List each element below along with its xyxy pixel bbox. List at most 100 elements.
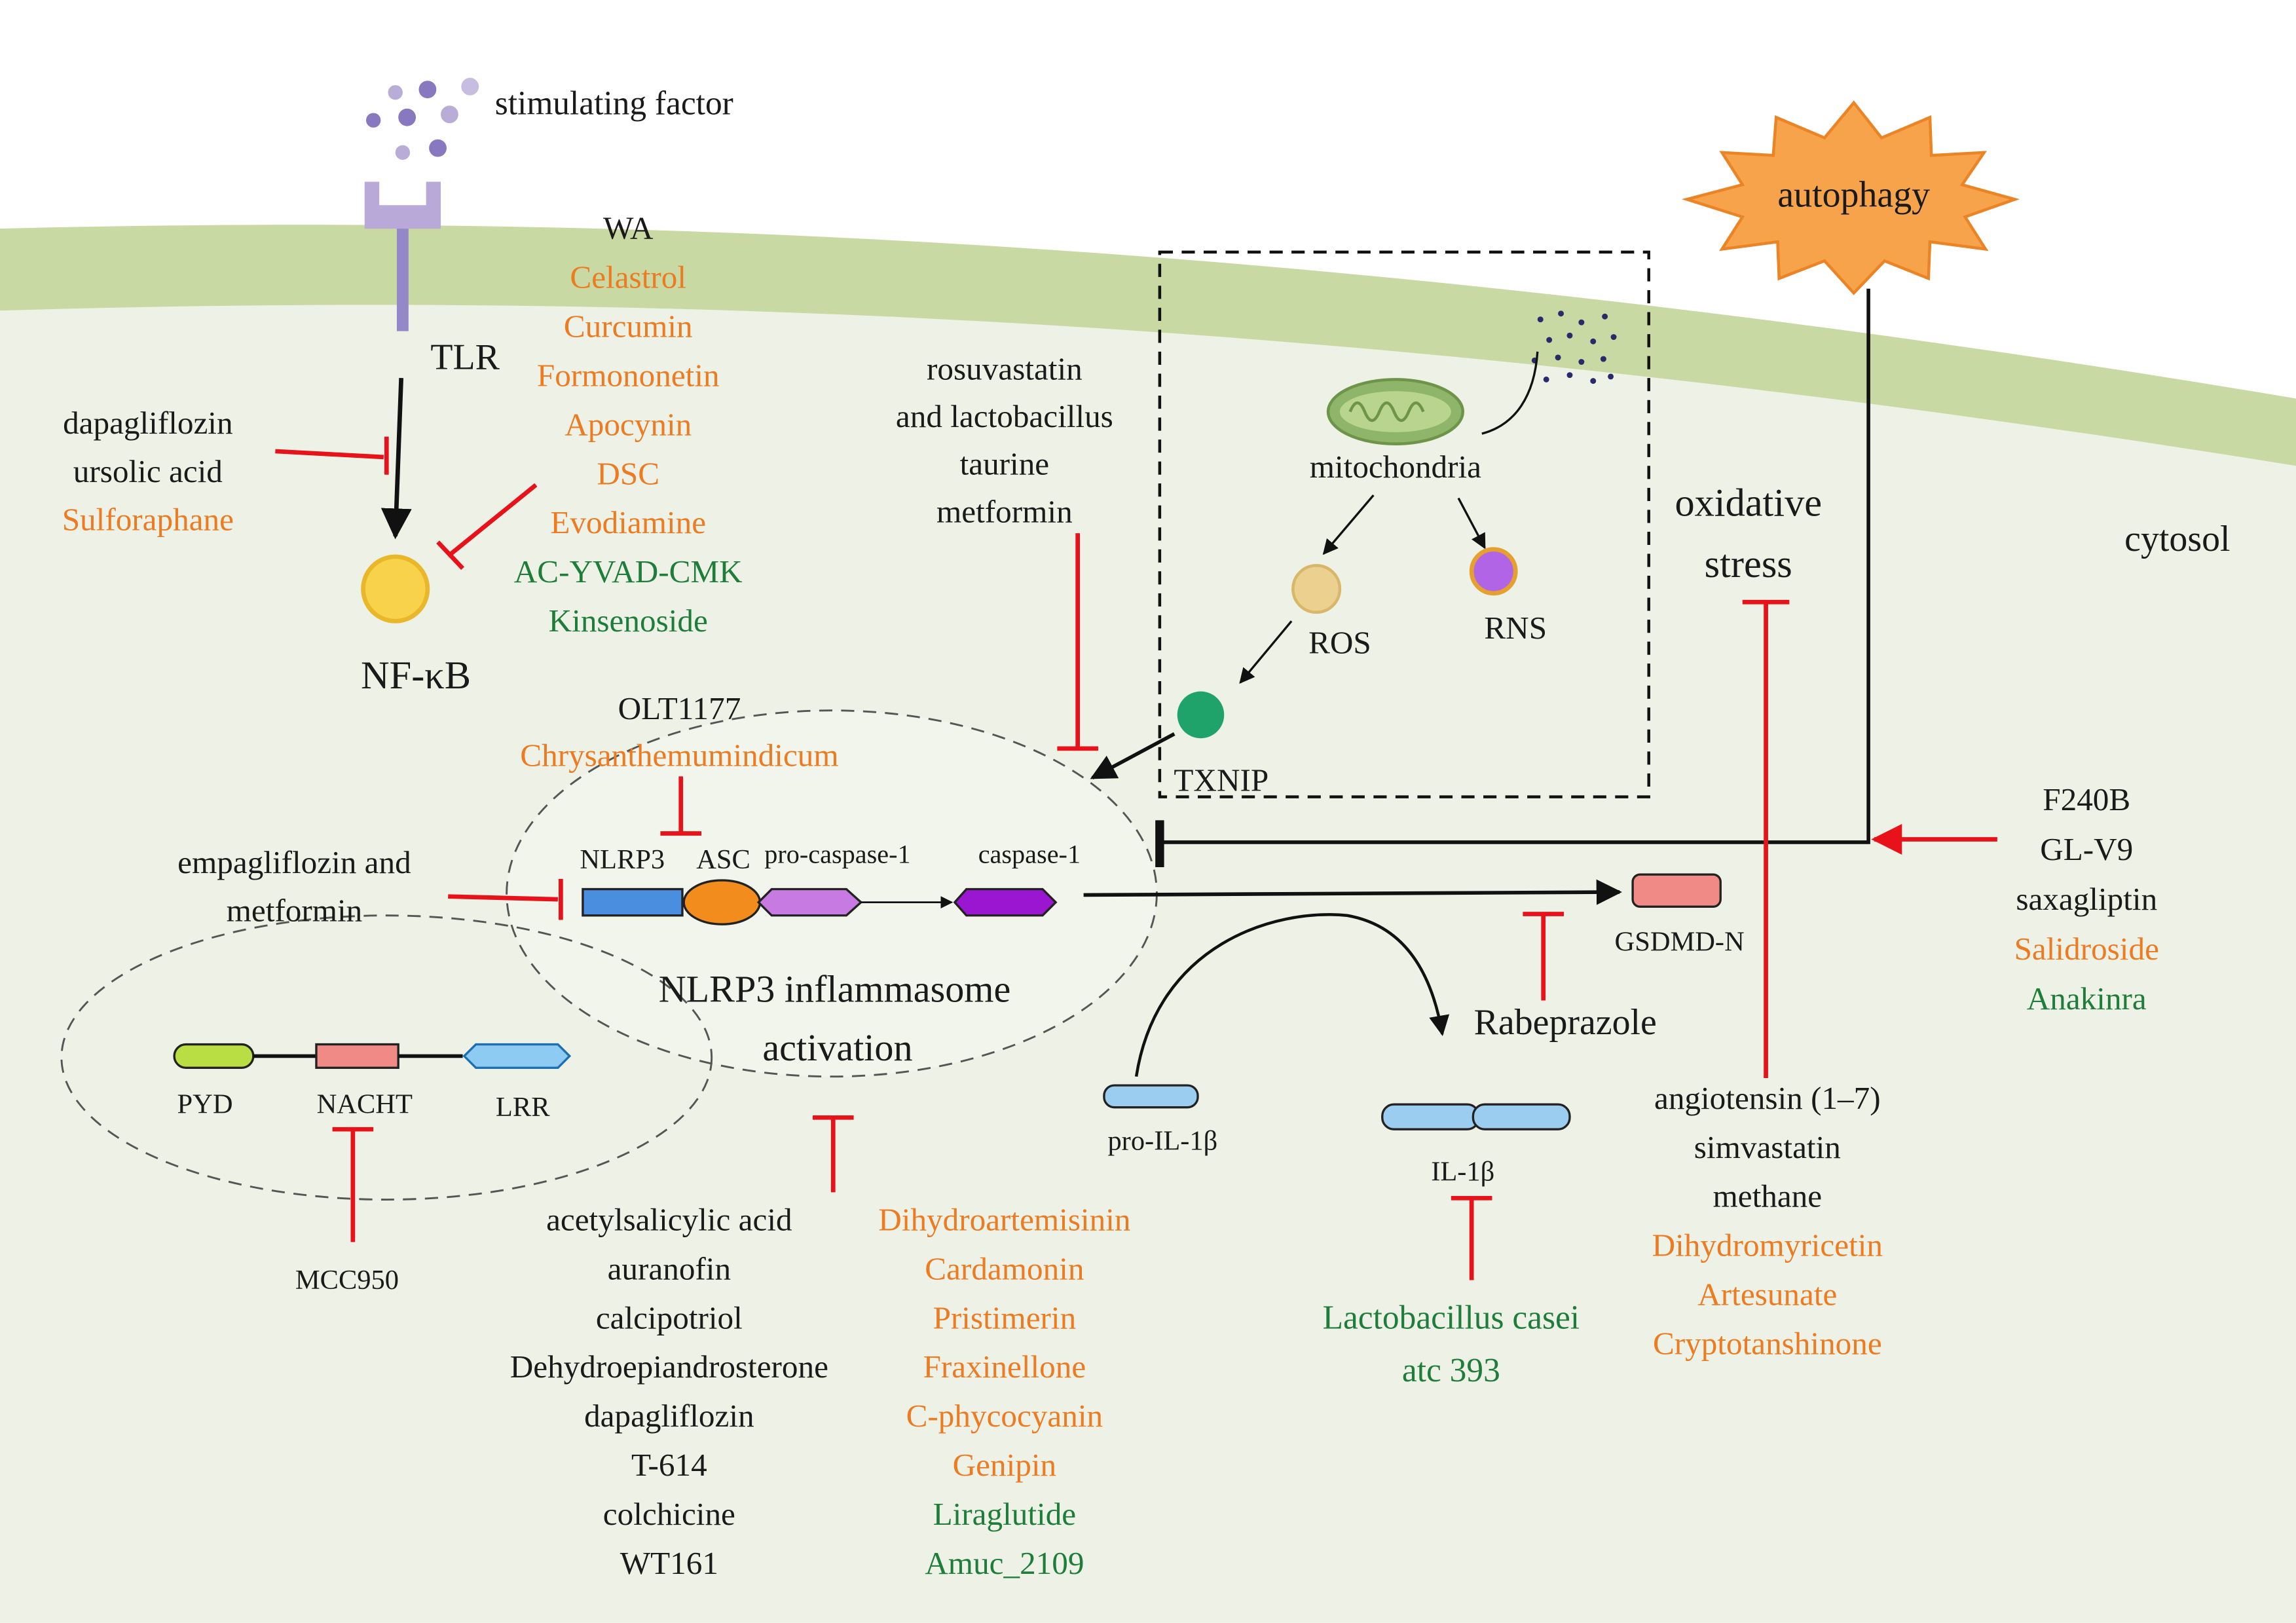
rabeprazole-label: Rabeprazole — [1474, 1002, 1657, 1043]
drug-label: auranofin — [608, 1250, 731, 1286]
nlrp3-domain-ellipse — [60, 914, 713, 1201]
oxidative-stress-label-1: oxidative — [1675, 481, 1822, 525]
particles-icon — [1531, 310, 1617, 384]
drug-label: OLT1177 — [618, 690, 741, 726]
drug-label: WA — [603, 210, 654, 246]
drug-label: Dehydroepiandrosterone — [510, 1349, 828, 1385]
drug-label: Pristimerin — [933, 1299, 1077, 1335]
ros-label: ROS — [1308, 625, 1371, 661]
tlr-to-nfkb-arrow — [380, 378, 412, 540]
nfkb-inhibitor-bar — [436, 540, 465, 570]
autophagy-label: autophagy — [1777, 175, 1930, 215]
drug-group-inflammasome-black: acetylsalicylic acid auranofin calcipotrio… — [510, 1201, 828, 1580]
nfkb-label: NF-κB — [361, 654, 471, 698]
drug-label: Formononetin — [537, 357, 720, 393]
il1b-protein-right — [1472, 1103, 1571, 1130]
drug-label: Fraxinellone — [923, 1349, 1086, 1385]
pro-caspase1-protein — [756, 887, 863, 917]
nacht-label: NACHT — [317, 1089, 413, 1120]
tlr-label: TLR — [430, 337, 500, 378]
drug-group-nfkb-column: WACelastrolCurcuminFormononetinApocyninD… — [514, 210, 743, 639]
tlr-receptor-icon — [364, 181, 441, 331]
drug-label: DSC — [597, 455, 659, 491]
mito-to-rns-arrow — [1457, 497, 1486, 550]
txnip-node — [1177, 691, 1225, 739]
pro-il1b-label: pro-IL-1β — [1107, 1126, 1217, 1157]
cell-membrane — [0, 225, 2296, 466]
cytosol-label: cytosol — [2124, 519, 2230, 559]
drug-label: Artesunate — [1697, 1277, 1837, 1313]
drug-label: Celastrol — [570, 259, 686, 295]
nlrp3-inhibitor-line — [448, 894, 558, 902]
drug-label: Cryptotanshinone — [1653, 1325, 1882, 1361]
drug-label: F240B — [2043, 781, 2130, 817]
drug-label: T-614 — [631, 1447, 707, 1483]
drug-label: Dihydroartemisinin — [878, 1201, 1130, 1237]
drug-label: metformin — [227, 893, 363, 929]
drug-label: Kinsenoside — [549, 603, 708, 639]
pro-il1b-to-il1b-arrow — [1134, 913, 1450, 1077]
nlrp3-protein — [582, 887, 684, 917]
drug-label: Liraglutide — [933, 1496, 1077, 1532]
drug-label: atc 393 — [1402, 1352, 1500, 1389]
drug-group-oxidative-bottom: angiotensin (1–7)simvastatinmethaneDihyd… — [1652, 1080, 1883, 1362]
pyd-label: PYD — [177, 1089, 233, 1120]
drug-label: C-phycocyanin — [906, 1398, 1103, 1434]
dots-icon — [365, 77, 479, 160]
pro-il1b-protein — [1103, 1084, 1199, 1109]
caspase1-label: caspase-1 — [978, 839, 1081, 868]
drug-label: Genipin — [953, 1447, 1056, 1483]
starburst-icon — [1681, 100, 2020, 295]
il1b-label: IL-1β — [1431, 1156, 1494, 1187]
drug-group-nacht-bottom: MCC950 — [295, 1265, 399, 1296]
drug-label: taurine — [960, 446, 1050, 482]
rns-label: RNS — [1484, 610, 1547, 646]
drug-label: acetylsalicylic acid — [546, 1201, 792, 1237]
ros-to-txnip-arrow — [1239, 620, 1293, 684]
drug-label: Salidroside — [2014, 931, 2159, 967]
particles-curve — [1481, 351, 1539, 435]
drug-label: Sulforaphane — [62, 502, 234, 538]
gsdmd-n-protein — [1631, 873, 1722, 908]
tlr-inhibitor-line — [275, 449, 384, 460]
drug-label: Apocynin — [565, 406, 692, 442]
nfkb-inhibitor-line — [449, 483, 538, 556]
drug-label: Cardamonin — [925, 1250, 1084, 1286]
lrr-domain — [462, 1043, 572, 1069]
txnip-label: TXNIP — [1174, 762, 1268, 798]
drug-label: AC-YVAD-CMK — [514, 553, 743, 589]
inflammasome-label-1: NLRP3 inflammasome — [659, 968, 1011, 1011]
drug-label: simvastatin — [1694, 1129, 1841, 1165]
drug-group-inflammasome-colored: DihydroartemisininCardamoninPristimerinF… — [878, 1201, 1130, 1580]
ros-node — [1291, 564, 1342, 614]
stimulating-factor-label: stimulating factor — [495, 85, 733, 122]
drug-label: ursolic acid — [73, 453, 223, 489]
mitochondria-box — [1158, 250, 1650, 798]
caspase-to-gsdmd-arrow — [1083, 879, 1622, 905]
nfkb-node — [361, 554, 430, 624]
drug-label: saxagliptin — [2016, 881, 2157, 917]
lrr-label: LRR — [496, 1092, 550, 1123]
mitochondria-icon — [1326, 378, 1464, 446]
drug-label: metformin — [936, 493, 1073, 529]
autophagy-inhibition-line — [1159, 288, 1870, 844]
drug-label: methane — [1713, 1178, 1823, 1214]
inflammasome-label-2: activation — [762, 1026, 912, 1069]
cytoplasm-region — [0, 305, 2296, 1623]
nlrp3-label: NLRP3 — [580, 844, 665, 875]
caspase1-protein — [953, 887, 1058, 917]
drug-label: and lactobacillus — [896, 398, 1113, 434]
asc-protein — [682, 879, 762, 925]
drug-label: MCC950 — [295, 1265, 399, 1296]
drug-label: calcipotriol — [596, 1299, 743, 1335]
oxidative-stress-label-2: stress — [1705, 542, 1792, 586]
drug-label: Chrysanthemumindicum — [520, 737, 838, 774]
il1b-protein-left — [1381, 1103, 1481, 1130]
drug-label: Evodiamine — [550, 504, 706, 540]
